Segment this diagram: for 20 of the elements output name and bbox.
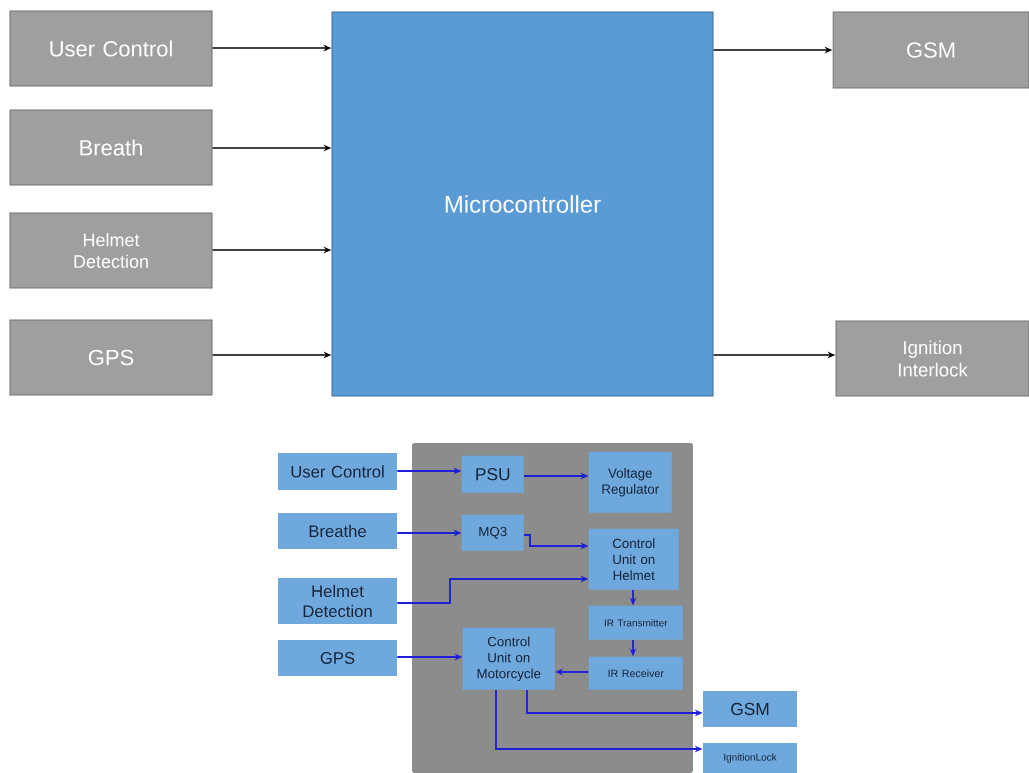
block-box: IgnitionLock: [703, 743, 797, 773]
topgray-box: Ignition Interlock: [835, 320, 1029, 397]
block-box: User Control: [278, 453, 397, 490]
topgray-box: Helmet Detection: [9, 212, 213, 289]
microcontroller-box: Microcontroller: [331, 11, 714, 397]
block-box: IR Receiver: [588, 656, 683, 690]
block-box: GSM: [703, 691, 797, 727]
block-box: Voltage Regulator: [588, 451, 672, 513]
topgray-box: Breath: [9, 109, 213, 186]
topgray-box: GPS: [9, 319, 213, 396]
block-box: IR Transmitter: [588, 605, 683, 640]
block-box: GPS: [278, 640, 397, 676]
topgray-box: User Control: [9, 10, 213, 87]
block-box: Breathe: [278, 513, 397, 549]
block-box: PSU: [461, 455, 524, 493]
block-box: Helmet Detection: [278, 578, 397, 624]
block-box: MQ3: [461, 514, 524, 551]
topgray-box: GSM: [832, 11, 1029, 89]
block-box: Control Unit on Motorcycle: [462, 627, 555, 690]
block-box: Control Unit on Helmet: [588, 528, 679, 590]
